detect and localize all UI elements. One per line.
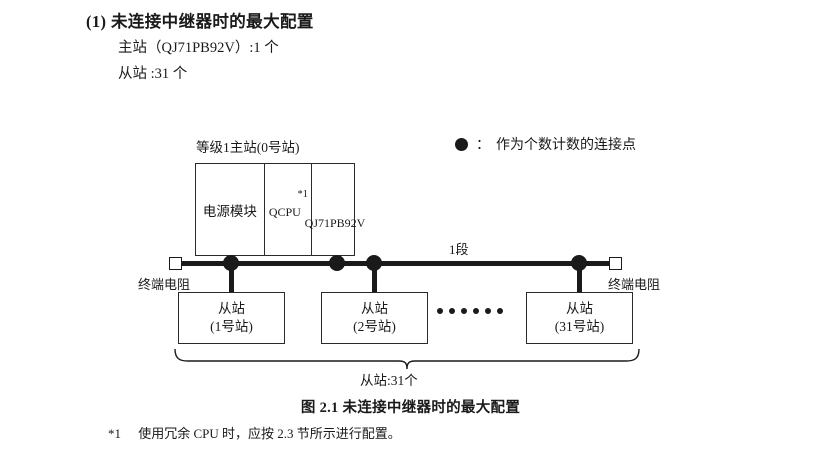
profibus-module-label-line2: PB92V xyxy=(330,216,366,230)
slave-station-number: (1号站) xyxy=(210,319,253,334)
profibus-interface-module: QJ71 PB92V xyxy=(305,164,366,255)
drop-line xyxy=(577,266,582,292)
ellipsis-dot xyxy=(497,308,503,314)
connection-node-icon xyxy=(223,255,239,271)
slave-station-number: (31号站) xyxy=(554,319,605,334)
qcpu-footnote-marker: *1 xyxy=(297,189,309,200)
terminating-resistor-right-icon xyxy=(609,257,622,270)
section-heading: (1) 未连接中继器时的最大配置 xyxy=(86,12,314,31)
footnote-text: 使用冗余 CPU 时，应按 2.3 节所示进行配置。 xyxy=(138,426,401,441)
qcpu-module: *1 QCPU xyxy=(265,164,312,255)
filled-circle-icon xyxy=(455,137,468,151)
segment-label: 1段 xyxy=(449,242,469,257)
legend-label: 作为个数计数的连接点 xyxy=(496,138,636,153)
footnote: *1 使用冗余 CPU 时，应按 2.3 节所示进行配置。 xyxy=(108,423,401,442)
terminating-resistor-left-label: 终端电阻 xyxy=(138,277,191,292)
slave-station-name: 从站 xyxy=(566,300,593,316)
figure-caption: 图 2.1 未连接中继器时的最大配置 xyxy=(300,400,521,416)
slave-station-number: (2号站) xyxy=(353,319,396,334)
drop-line xyxy=(372,266,377,292)
slave-station-box: 从站 (1号站) xyxy=(178,292,285,344)
ellipsis-dot xyxy=(473,308,479,314)
footnote-marker: *1 xyxy=(108,426,121,441)
qcpu-module-label: QCPU xyxy=(268,205,301,219)
power-supply-module-label: 电源模块 xyxy=(202,203,257,219)
ellipsis-dot xyxy=(461,308,467,314)
terminating-resistor-right-label: 终端电阻 xyxy=(608,277,661,292)
drop-line xyxy=(229,266,234,292)
ellipsis-icon xyxy=(437,308,503,314)
bus-trunk-line xyxy=(178,261,610,266)
ellipsis-dot xyxy=(485,308,491,314)
terminating-resistor-left-icon xyxy=(169,257,182,270)
slave-station-box: 从站 (31号站) xyxy=(526,292,633,344)
profibus-module-label-line1: QJ71 xyxy=(304,216,330,230)
master-station-label: 等级1主站(0号站) xyxy=(196,140,300,155)
slave-group-label: 从站:31个 xyxy=(360,373,418,388)
ellipsis-dot xyxy=(449,308,455,314)
legend-colon: ： xyxy=(476,138,490,153)
slave-group-brace xyxy=(174,348,640,370)
slave-station-name: 从站 xyxy=(361,300,388,316)
connection-node-icon xyxy=(571,255,587,271)
legend: ： 作为个数计数的连接点 xyxy=(455,134,636,154)
connection-node-icon xyxy=(366,255,382,271)
slave-station-name: 从站 xyxy=(218,300,245,316)
master-station-rack: 电源模块 *1 QCPU QJ71 PB92V xyxy=(195,163,366,256)
heading-slave-station-count: 从站 :31 个 xyxy=(118,66,188,82)
ellipsis-dot xyxy=(437,308,443,314)
connection-node-icon xyxy=(329,255,345,271)
slave-station-box: 从站 (2号站) xyxy=(321,292,428,344)
heading-master-station-count: 主站（QJ71PB92V）:1 个 xyxy=(118,40,279,56)
power-supply-module: 电源模块 xyxy=(196,164,265,255)
